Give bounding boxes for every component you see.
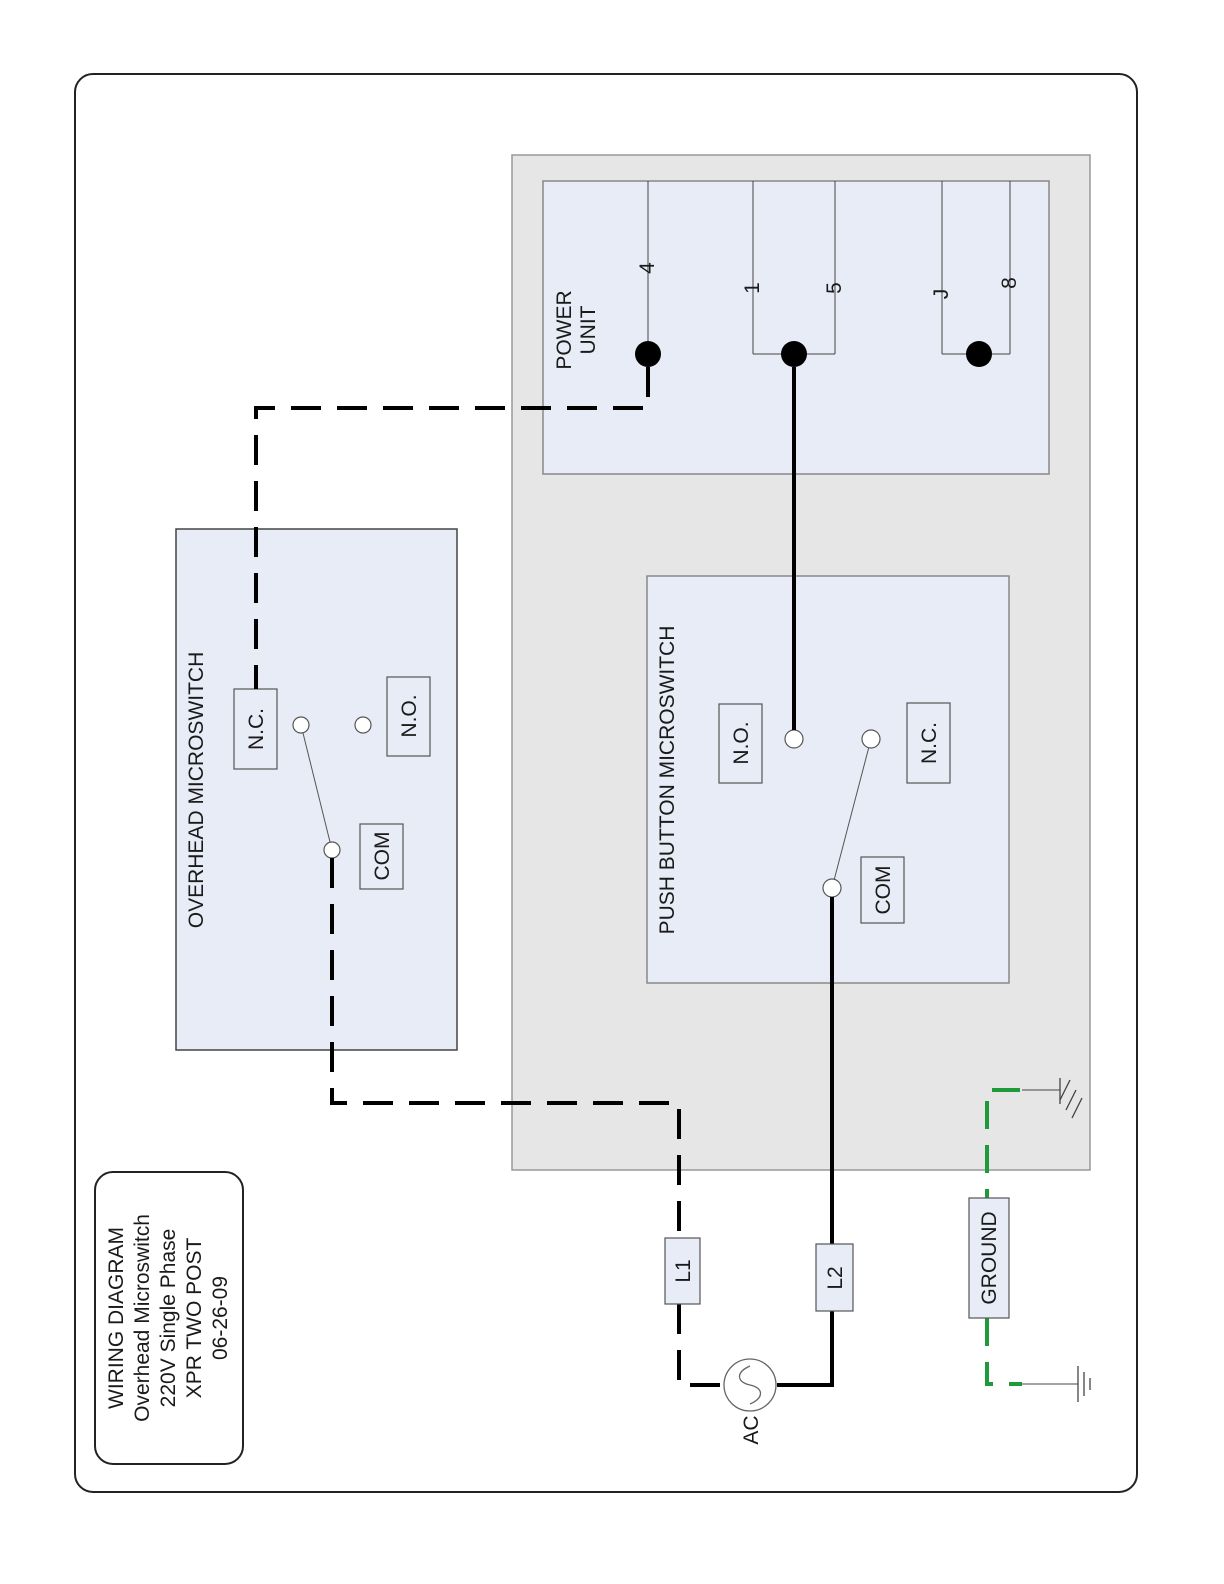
overhead-nc-label: N.C. xyxy=(245,708,268,750)
overhead-microswitch-title: OVERHEAD MICROSWITCH xyxy=(185,652,208,929)
push-no-label: N.O. xyxy=(730,721,753,764)
push-button-microswitch: PUSH BUTTON MICROSWITCH N.O. N.C. COM xyxy=(647,576,1009,983)
overhead-com-label: COM xyxy=(371,832,394,881)
title-line-3: 220V Single Phase xyxy=(157,1229,180,1408)
title-line-4: XPR TWO POST xyxy=(183,1238,206,1399)
push-nc-label: N.C. xyxy=(918,722,941,764)
push-nc-contact xyxy=(862,730,880,748)
ac-source-icon xyxy=(724,1359,776,1411)
terminal-1-label: 1 xyxy=(741,282,764,294)
terminal-j-8-dot xyxy=(966,341,992,367)
title-line-5: 06-26-09 xyxy=(209,1276,232,1360)
terminal-1-5-dot xyxy=(781,341,807,367)
l2-tag: L2 xyxy=(816,1244,853,1311)
overhead-com-contact xyxy=(324,842,340,858)
title-block: WIRING DIAGRAM Overhead Microswitch 220V… xyxy=(95,1172,243,1464)
overhead-no-contact xyxy=(355,717,371,733)
ac-label: AC xyxy=(740,1415,763,1444)
push-button-microswitch-title: PUSH BUTTON MICROSWITCH xyxy=(656,626,679,935)
push-com-contact xyxy=(823,879,841,897)
terminal-4-dot xyxy=(635,341,661,367)
title-line-2: Overhead Microswitch xyxy=(131,1214,154,1422)
ground-tag: GROUND xyxy=(969,1198,1009,1318)
overhead-microswitch: OVERHEAD MICROSWITCH N.C. N.O. COM xyxy=(176,529,457,1050)
power-unit-title-1: POWER xyxy=(553,290,576,369)
l2-label: L2 xyxy=(824,1266,847,1289)
overhead-nc-contact xyxy=(293,717,309,733)
l1-label: L1 xyxy=(672,1259,695,1282)
push-com-label: COM xyxy=(872,866,895,915)
overhead-no-label: N.O. xyxy=(398,694,421,737)
terminal-4-label: 4 xyxy=(636,262,659,274)
terminal-8-label: 8 xyxy=(998,277,1021,289)
power-unit-title-2: UNIT xyxy=(577,305,600,354)
title-line-1: WIRING DIAGRAM xyxy=(105,1227,128,1409)
terminal-j-label: J xyxy=(930,289,953,300)
push-no-contact xyxy=(785,730,803,748)
terminal-5-label: 5 xyxy=(823,282,846,294)
l1-tag: L1 xyxy=(665,1238,700,1304)
ground-label: GROUND xyxy=(978,1211,1001,1304)
